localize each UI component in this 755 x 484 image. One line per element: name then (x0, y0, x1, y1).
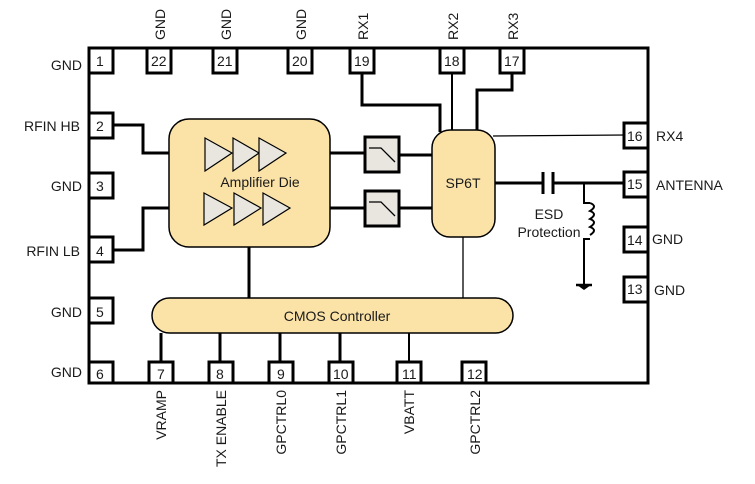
amplifier-icon (232, 136, 261, 173)
pin-label: GND (51, 304, 82, 320)
pin-label: RFIN HB (24, 118, 80, 134)
pin-number: 2 (96, 118, 104, 134)
pin-number: 17 (504, 53, 520, 69)
pin-number: 18 (444, 53, 460, 69)
pin-label: RX1 (355, 13, 371, 40)
pin-label: GND (51, 178, 82, 194)
wire-rx4 (492, 134, 627, 137)
amplifier-icon (258, 136, 288, 173)
pin-20: 20 GND (286, 9, 314, 75)
ground-symbol (576, 283, 592, 290)
pin-label: GPCTRL0 (273, 390, 289, 455)
pin-label: VRAMP (153, 390, 169, 440)
pin-21: 21 GND (211, 9, 239, 75)
sp6t-label: SP6T (445, 175, 480, 191)
filter-lb (363, 189, 401, 228)
pin-number: 4 (96, 243, 104, 259)
pin-5: 5 GND (51, 296, 115, 325)
pin-22: 22 GND (145, 9, 173, 75)
pin-label: ANTENNA (656, 177, 724, 193)
filter-hb (363, 135, 401, 174)
pin-label: VBATT (401, 390, 417, 435)
pin-number: 11 (402, 366, 417, 382)
pin-16: 16 RX4 (622, 121, 683, 150)
pin-number: 5 (96, 304, 104, 320)
pin-number: 12 (467, 366, 483, 382)
pin-17: 17 RX3 (498, 13, 526, 75)
wire-rx1 (360, 73, 442, 132)
pin-8: 8 TX ENABLE (207, 360, 235, 467)
wire-rx3 (475, 73, 514, 131)
pin-number: 3 (96, 178, 104, 194)
pin-number: 21 (217, 53, 233, 69)
pin-18: 18 RX2 (438, 13, 466, 75)
amplifier-chain-hb (204, 136, 288, 173)
pin-number: 14 (627, 232, 643, 248)
pin-2: 2 RFIN HB (24, 111, 115, 140)
esd-label-line1: ESD (535, 206, 564, 222)
pin-number: 15 (627, 176, 643, 192)
cmos-controller-label: CMOS Controller (284, 308, 391, 324)
amplifier-chain-lb (203, 191, 292, 227)
pin-10: 10 GPCTRL1 (327, 360, 355, 455)
pin-label: RX2 (445, 13, 461, 40)
pin-number: 10 (333, 366, 349, 382)
pin-19: 19 RX1 (348, 13, 376, 75)
pin-13: 13 GND (622, 275, 685, 304)
pin-label: GND (152, 9, 168, 40)
pin-11: 11 VBATT (395, 360, 423, 435)
cmos-controller-block (151, 297, 514, 334)
amplifier-die-label: Amplifier Die (220, 174, 300, 190)
pin-label: GND (51, 364, 82, 380)
pin-1: 1 GND (51, 46, 115, 75)
esd-inductor (587, 202, 595, 236)
pin-number: 7 (157, 366, 165, 382)
pin-label: GND (218, 9, 234, 40)
pin-12: 12 GPCTRL2 (460, 360, 488, 455)
pin-number: 8 (216, 366, 224, 382)
pin-3: 3 GND (51, 171, 115, 200)
pin-number: 20 (292, 53, 308, 69)
pin-label: GND (652, 231, 683, 247)
pin-number: 6 (96, 366, 104, 382)
pin-4: 4 RFIN LB (26, 235, 115, 264)
esd-label-line2: Protection (517, 224, 580, 240)
pin-6: 6 GND (51, 360, 115, 385)
pin-label: RFIN LB (26, 243, 80, 259)
amplifier-icon (204, 136, 234, 173)
wire-esd-bottom (583, 238, 590, 285)
pin-7: 7 VRAMP (147, 360, 175, 440)
pin-number: 9 (277, 366, 285, 382)
pin-label: GND (293, 9, 309, 40)
pin-15: 15 ANTENNA (622, 170, 724, 199)
pin-label: TX ENABLE (213, 390, 229, 467)
pin-label: GPCTRL2 (467, 390, 483, 455)
lowpass-filter-icon (369, 201, 396, 217)
pin-label: GND (51, 57, 82, 73)
amplifier-icon (203, 191, 234, 227)
pin-label: GPCTRL1 (333, 390, 349, 455)
pin-number: 1 (96, 53, 104, 69)
sp6t-switch-block (431, 129, 496, 238)
pin-number: 16 (627, 128, 643, 144)
pin-label: RX4 (656, 128, 683, 144)
wire-esd-top (583, 183, 590, 204)
pin-number: 22 (151, 53, 167, 69)
amplifier-icon (233, 191, 263, 227)
pin-label: GND (654, 282, 685, 298)
pin-9: 9 GPCTRL0 (267, 360, 295, 455)
pin-label: RX3 (505, 13, 521, 40)
pin-14: 14 GND (622, 225, 683, 254)
lowpass-filter-icon (369, 147, 396, 163)
pin-number: 19 (354, 53, 370, 69)
amplifier-icon (262, 191, 292, 227)
pin-number: 13 (627, 281, 643, 297)
